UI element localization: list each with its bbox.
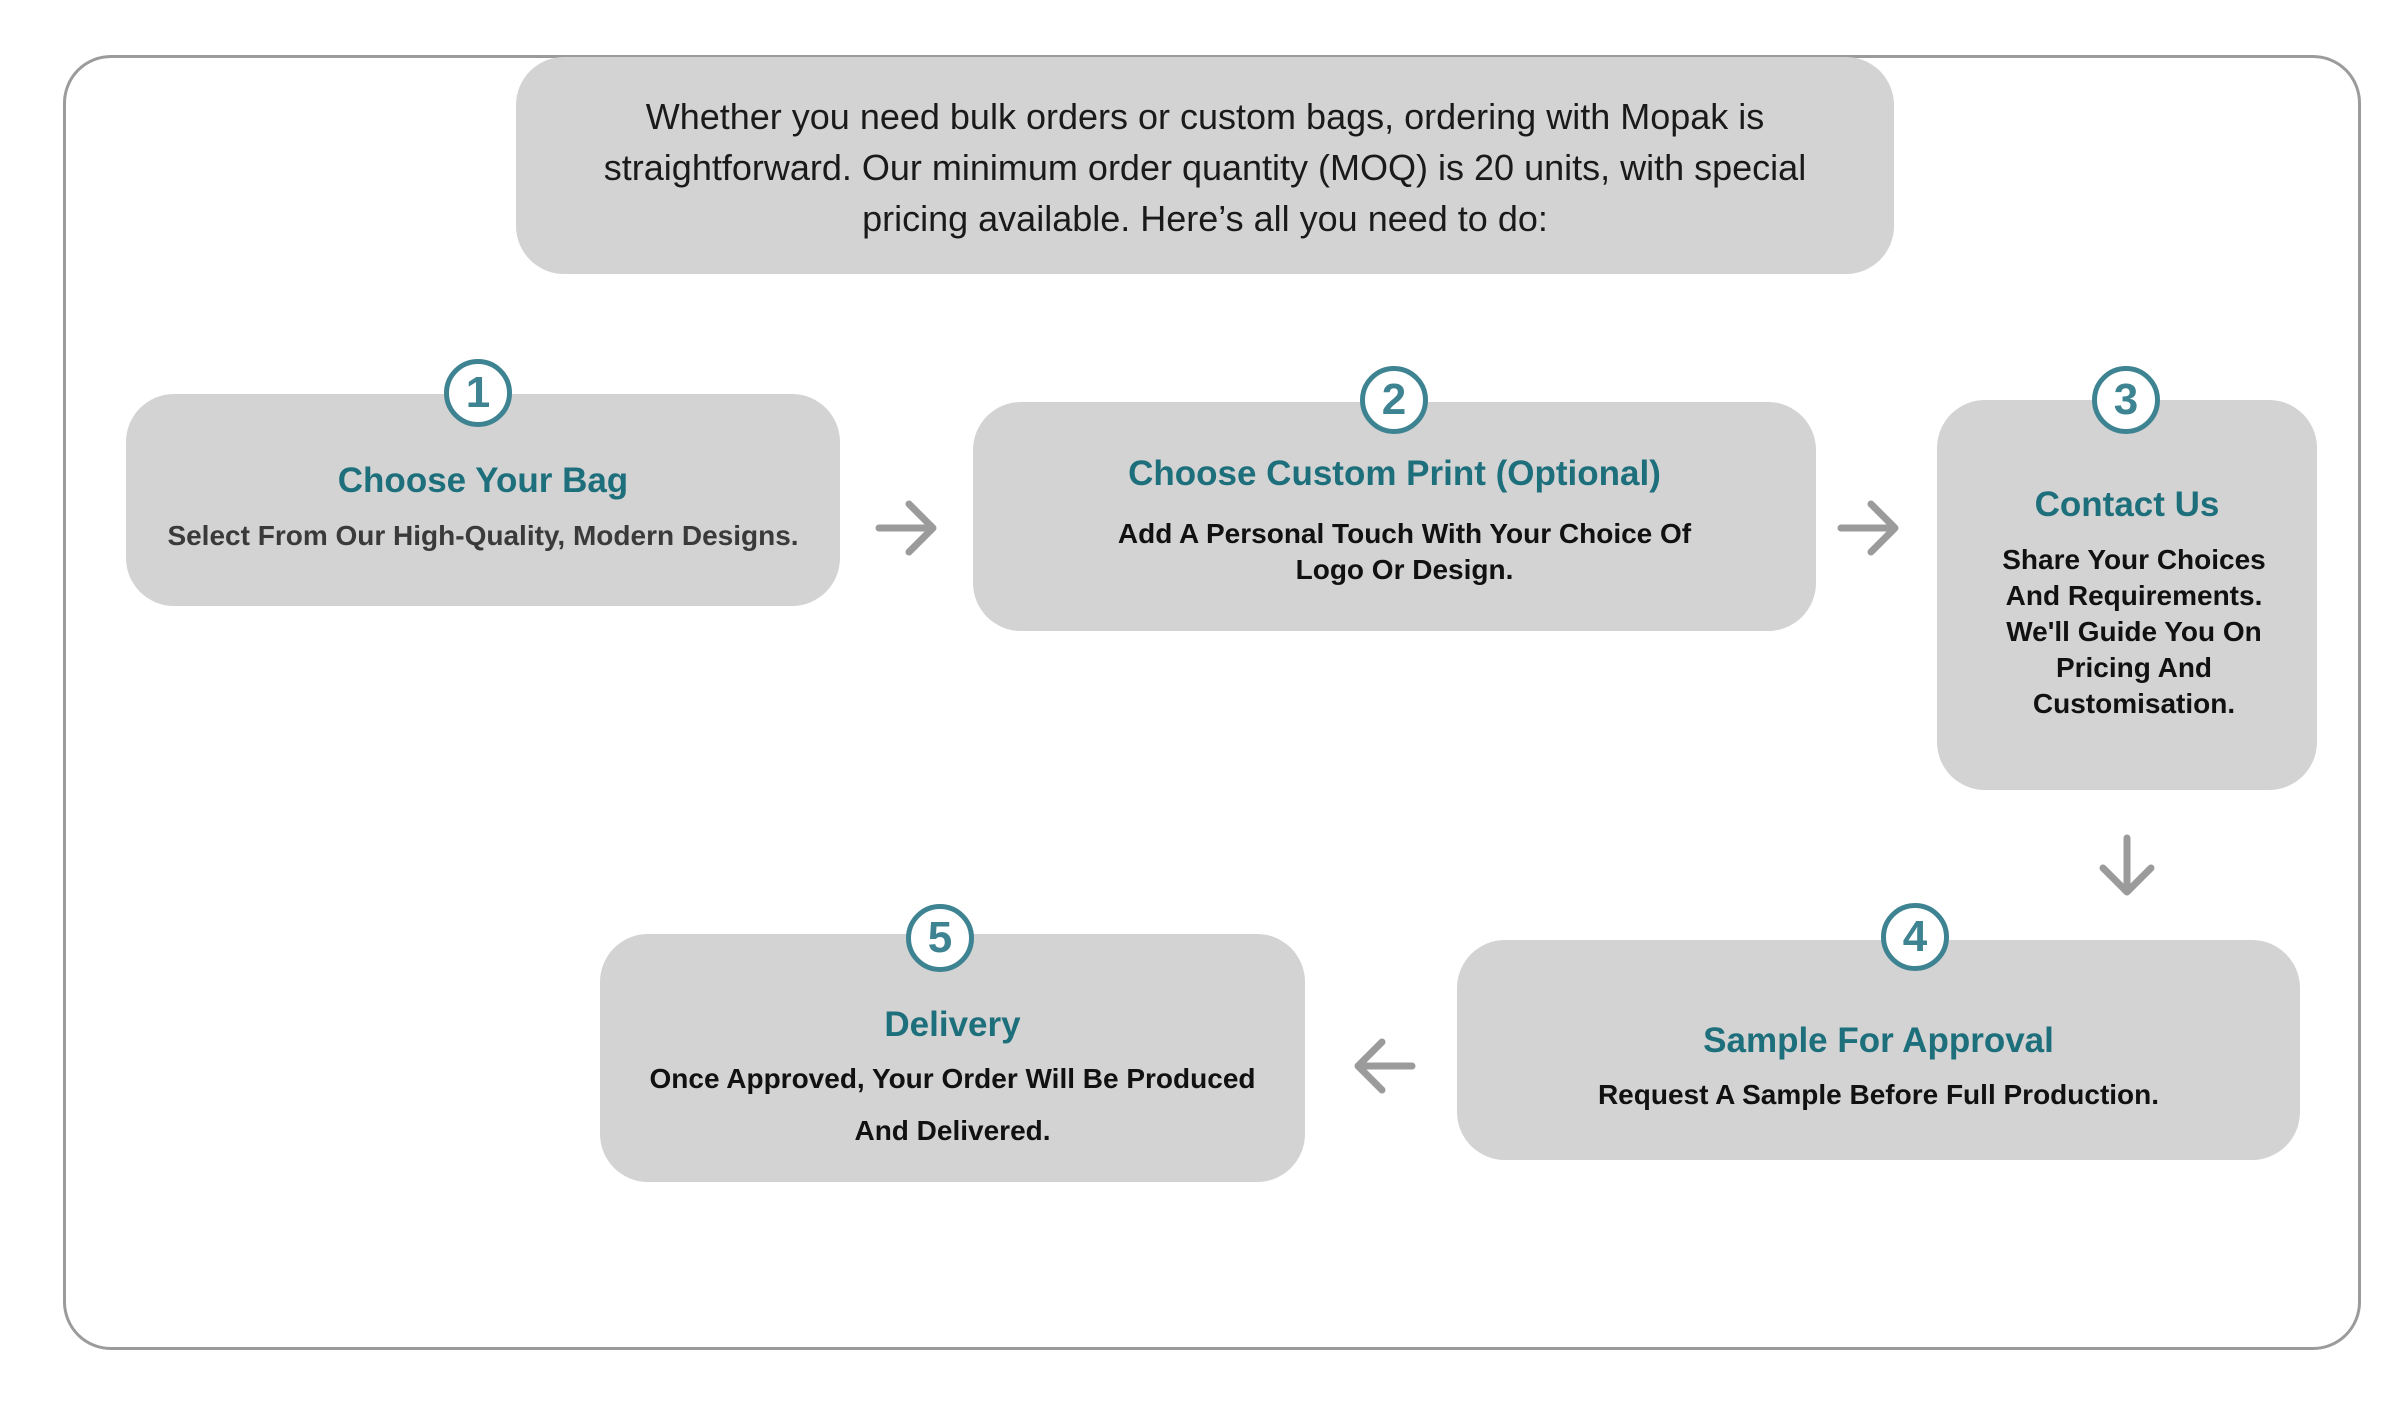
step-card-4: Sample For Approval Request A Sample Bef…	[1457, 940, 2300, 1160]
step-number-badge-5: 5	[906, 904, 974, 972]
step-title-5: Delivery	[884, 1005, 1021, 1044]
step-number-badge-3: 3	[2092, 366, 2160, 434]
step-number-badge-1: 1	[444, 359, 512, 427]
step-description-2: Add A Personal Touch With Your Choice Of…	[1117, 518, 1692, 585]
arrow-left-icon	[1354, 1038, 1416, 1094]
step-card-2: Choose Custom Print (Optional) Add A Per…	[973, 402, 1816, 631]
step-card-5: Delivery Once Approved, Your Order Will …	[600, 934, 1305, 1182]
arrow-right-icon	[1837, 500, 1899, 556]
step-title-3: Contact Us	[2034, 485, 2220, 524]
step-title-2: Choose Custom Print (Optional)	[1128, 454, 1661, 493]
step-description-4: Request A Sample Before Full Production.	[1597, 1079, 2160, 1110]
step-number-badge-4: 4	[1881, 903, 1949, 971]
step-title-1: Choose Your Bag	[337, 461, 629, 500]
step-number-badge-2: 2	[1360, 366, 1428, 434]
intro-text: Whether you need bulk orders or custom b…	[603, 96, 1807, 239]
step-title-4: Sample For Approval	[1703, 1021, 2054, 1060]
step-card-1: Choose Your Bag Select From Our High-Qua…	[126, 394, 840, 606]
step-description-3: Share Your Choices And Requirements. We'…	[2002, 544, 2266, 719]
arrow-right-icon	[875, 500, 937, 556]
step-card-3: Contact Us Share Your Choices And Requir…	[1937, 400, 2317, 790]
arrow-down-icon	[2099, 834, 2155, 896]
step-description-5: Once Approved, Your Order Will Be Produc…	[649, 1063, 1256, 1146]
intro-text-box: Whether you need bulk orders or custom b…	[516, 57, 1894, 274]
step-description-1: Select From Our High-Quality, Modern Des…	[167, 520, 799, 551]
